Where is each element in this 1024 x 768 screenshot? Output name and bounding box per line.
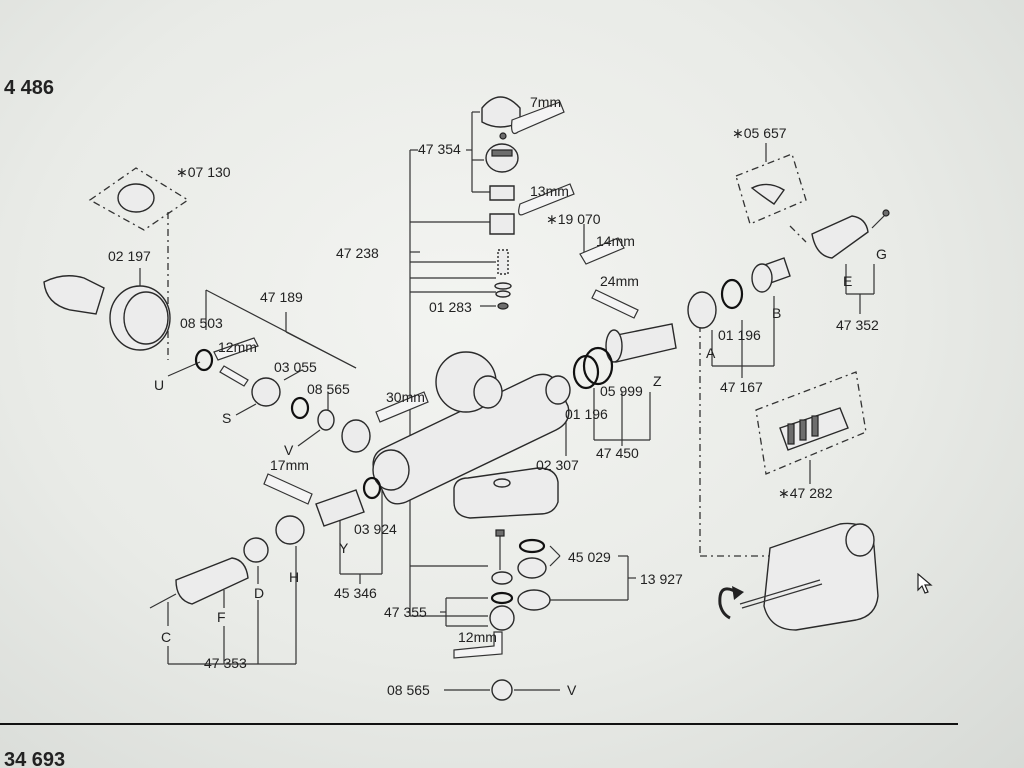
part-label-Y: Y <box>339 540 349 556</box>
leader-lines <box>139 111 875 691</box>
part-label-B: B <box>772 305 781 321</box>
part-label-47353: 47 353 <box>204 655 247 671</box>
tool-label-12mm-bottom: 12mm <box>458 629 497 645</box>
part-label-01196-right: 01 196 <box>718 327 761 343</box>
rotate-arrow-icon <box>718 587 741 620</box>
part-label-08565-bottom: 08 565 <box>387 682 430 698</box>
tool-label-14mm: 14mm <box>596 233 635 249</box>
part-label-07130: ∗07 130 <box>176 164 231 180</box>
part-label-05657: ∗05 657 <box>732 125 787 141</box>
part-label-47355: 47 355 <box>384 604 427 620</box>
part-label-47238: 47 238 <box>336 245 379 261</box>
part-label-45346: 45 346 <box>334 585 377 601</box>
tool-label-13mm: 13mm <box>530 183 569 199</box>
part-label-V-bottom: V <box>567 682 577 698</box>
footer-number: 34 693 <box>4 749 65 768</box>
part-label-E: E <box>843 273 852 289</box>
part-label-02197: 02 197 <box>108 248 151 264</box>
tool-label-30mm: 30mm <box>386 389 425 405</box>
part-label-08565-left: 08 565 <box>307 381 350 397</box>
part-label-01283: 01 283 <box>429 299 472 315</box>
part-label-45029: 45 029 <box>568 549 611 565</box>
part-label-Z: Z <box>653 373 662 389</box>
part-label-02307: 02 307 <box>536 457 579 473</box>
part-label-S: S <box>222 410 231 426</box>
part-label-19070: ∗19 070 <box>546 211 601 227</box>
part-label-47450: 47 450 <box>596 445 639 461</box>
part-label-H: H <box>289 569 299 585</box>
tool-label-12mm-left: 12mm <box>218 339 257 355</box>
part-label-47352: 47 352 <box>836 317 879 333</box>
mouse-cursor-icon <box>917 573 933 594</box>
part-label-03924: 03 924 <box>354 521 397 537</box>
rotate-arrow-head <box>732 586 744 600</box>
part-label-08503: 08 503 <box>180 315 223 331</box>
part-label-A: A <box>706 345 716 361</box>
part-shapes <box>43 96 890 701</box>
wrench-24mm <box>591 289 639 319</box>
part-labels: ∗07 130 02 197 08 503 U 47 189 03 055 08… <box>108 125 887 698</box>
wrench-17mm <box>263 473 313 505</box>
part-label-G: G <box>876 246 887 262</box>
part-label-01196-mid: 01 196 <box>565 406 608 422</box>
part-label-U: U <box>154 377 164 393</box>
part-label-13927: 13 927 <box>640 571 683 587</box>
tools: 7mm 13mm 14mm 24mm 12mm 30mm 17mm 12mm <box>218 94 639 645</box>
page-number: 4 486 <box>4 77 54 99</box>
wrench-7mm <box>511 101 565 135</box>
wrench-14mm <box>579 237 625 265</box>
part-label-03055: 03 055 <box>274 359 317 375</box>
part-label-D: D <box>254 585 264 601</box>
part-label-47354: 47 354 <box>418 141 461 157</box>
tool-label-7mm: 7mm <box>530 94 561 110</box>
tool-label-17mm: 17mm <box>270 457 309 473</box>
wrench-30mm <box>375 391 429 423</box>
part-label-47189: 47 189 <box>260 289 303 305</box>
part-label-V-left: V <box>284 442 294 458</box>
tool-label-24mm: 24mm <box>600 273 639 289</box>
part-label-47167: 47 167 <box>720 379 763 395</box>
wrench-13mm <box>518 183 575 216</box>
part-label-C: C <box>161 629 171 645</box>
part-label-47282: ∗47 282 <box>778 485 833 501</box>
part-label-05999: 05 999 <box>600 383 643 399</box>
part-label-F: F <box>217 609 226 625</box>
